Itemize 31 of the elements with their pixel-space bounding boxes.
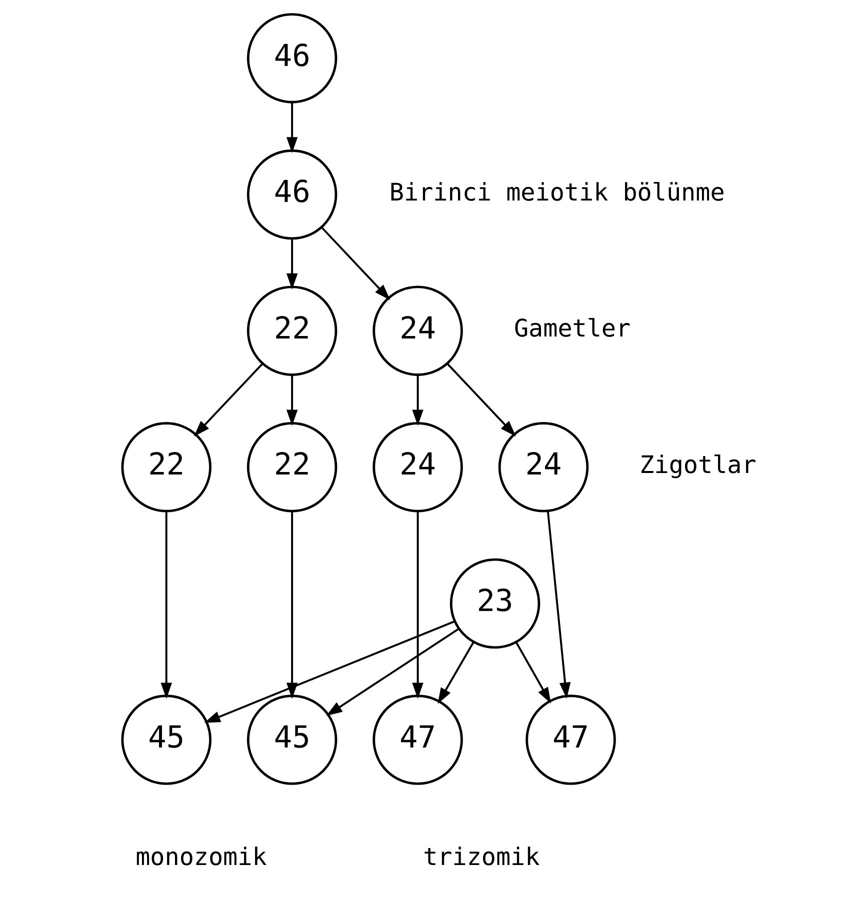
arrow xyxy=(446,363,516,436)
arrow xyxy=(546,510,571,699)
node-circle: 47 xyxy=(372,694,463,785)
arrow xyxy=(438,642,474,704)
arrow xyxy=(286,238,298,290)
node-circle: 45 xyxy=(246,694,338,785)
node-circle: 22 xyxy=(246,286,338,376)
arrow xyxy=(321,226,390,300)
arrow xyxy=(515,642,551,704)
node-circle: 46 xyxy=(246,149,338,240)
arrow xyxy=(412,375,424,426)
label: monozomik xyxy=(136,843,267,872)
arrow xyxy=(204,620,456,723)
node-circle: 22 xyxy=(246,422,338,512)
arrow xyxy=(412,512,424,699)
arrow xyxy=(160,512,172,699)
arrow xyxy=(286,102,298,154)
label: trizomik xyxy=(423,843,540,872)
node-circle: 24 xyxy=(372,422,463,512)
label: Birinci meiotik bölünme xyxy=(389,178,725,206)
arrow xyxy=(286,375,298,426)
label: Zigotlar xyxy=(640,450,756,479)
node-circle: 23 xyxy=(450,558,540,649)
label: Gametler xyxy=(514,314,631,343)
node-circle: 46 xyxy=(246,13,338,104)
node-circle: 47 xyxy=(526,694,616,785)
node-circle: 24 xyxy=(498,422,589,512)
arrow xyxy=(194,363,263,436)
arrow xyxy=(326,628,460,716)
node-circle: 22 xyxy=(121,422,212,512)
node-circle: 45 xyxy=(121,694,212,785)
